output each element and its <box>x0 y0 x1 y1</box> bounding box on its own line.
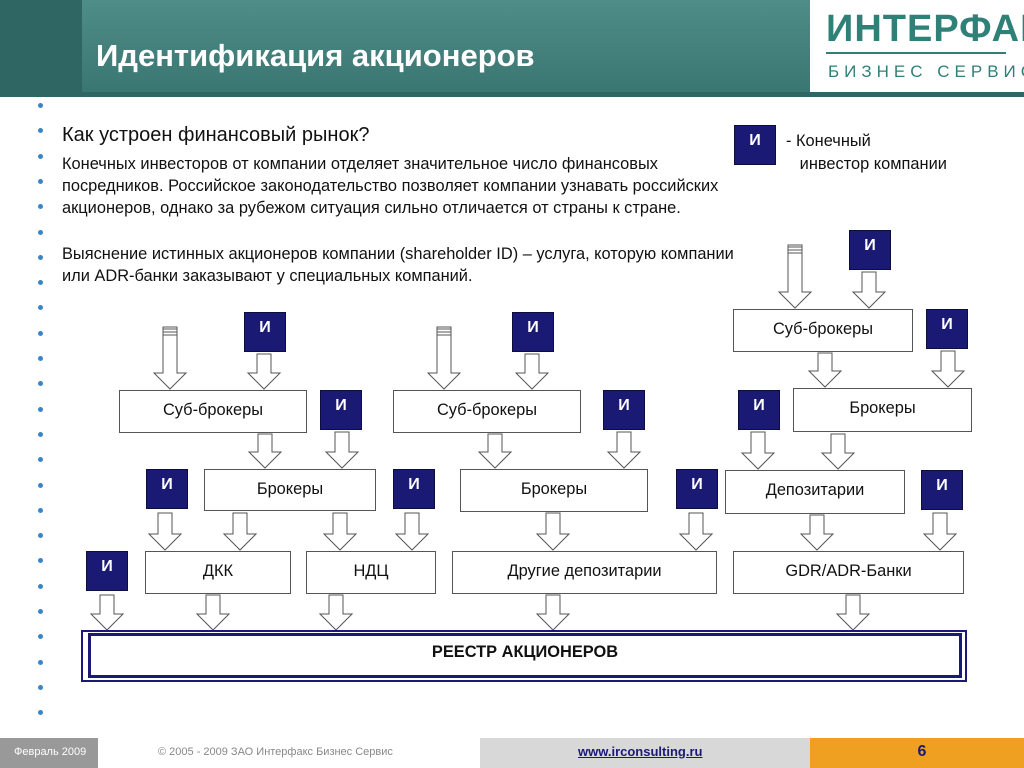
investor-box: И <box>86 551 128 591</box>
flow-arrow <box>246 353 282 390</box>
logo-subtitle: БИЗНЕС СЕРВИС <box>828 62 1024 81</box>
paragraph-shareholder-id: Выяснение истинных акционеров компании (… <box>62 245 734 285</box>
page-title: Идентификация акционеров <box>96 38 535 73</box>
flow-arrow <box>922 512 958 551</box>
footer-copyright: © 2005 - 2009 ЗАО Интерфакс Бизнес Серви… <box>98 738 480 768</box>
investor-box: И <box>146 469 188 509</box>
flow-arrow <box>318 594 354 631</box>
page-number: 6 <box>810 738 1024 768</box>
footer-url-link[interactable]: www.irconsulting.ru <box>578 744 703 759</box>
investor-box: И <box>921 470 963 510</box>
investor-box: И <box>244 312 286 352</box>
flow-arrow <box>535 512 571 551</box>
bullet-dot <box>38 128 43 133</box>
flow-arrow <box>247 433 283 469</box>
flow-arrow <box>820 433 856 470</box>
investor-box: И <box>849 230 891 270</box>
ndc-box: НДЦ <box>306 551 436 594</box>
investor-box: И <box>393 469 435 509</box>
sub-brokers-box-left: Суб-брокеры <box>119 390 307 433</box>
sub-brokers-box-middle: Суб-брокеры <box>393 390 581 433</box>
logo-divider <box>826 52 1006 54</box>
flow-arrow <box>514 353 550 390</box>
bullet-dot <box>38 407 43 412</box>
investor-box: И <box>676 469 718 509</box>
bullet-dot <box>38 508 43 513</box>
investor-box: И <box>926 309 968 349</box>
flow-arrow <box>195 594 231 631</box>
flow-arrow <box>477 433 513 469</box>
flow-arrow <box>740 431 776 470</box>
gdr-adr-banks-box: GDR/ADR-Банки <box>733 551 964 594</box>
legend-investor-symbol: И <box>734 125 776 165</box>
bullet-dot <box>38 103 43 108</box>
investor-box: И <box>320 390 362 430</box>
logo-wordmark: ИНТЕРФАКС <box>826 8 1024 50</box>
header-bar <box>0 0 810 92</box>
bullet-dot <box>38 204 43 209</box>
bullet-dot <box>38 179 43 184</box>
header-divider <box>0 92 1024 97</box>
legend-text: - Конечный инвестор компании <box>786 132 947 173</box>
flow-arrow <box>89 594 125 631</box>
flow-arrow <box>535 594 571 631</box>
flow-arrow <box>799 514 835 551</box>
investor-box: И <box>512 312 554 352</box>
flow-arrow <box>322 512 358 551</box>
bullet-dot <box>38 584 43 589</box>
flow-arrow <box>930 350 966 388</box>
bullet-dot <box>38 356 43 361</box>
header-accent-block <box>0 0 82 92</box>
footer-url-panel <box>480 738 810 768</box>
flow-arrow <box>807 352 843 388</box>
bullet-dot <box>38 331 43 336</box>
bullet-dot <box>38 634 43 639</box>
depositaries-box: Депозитарии <box>725 470 905 514</box>
footer-date: Февраль 2009 <box>0 738 98 768</box>
investor-box: И <box>603 390 645 430</box>
dkk-box: ДКК <box>145 551 291 594</box>
flow-arrow <box>777 244 813 309</box>
bullet-dot <box>38 255 43 260</box>
bullet-dot <box>38 483 43 488</box>
brokers-box-middle: Брокеры <box>460 469 648 512</box>
section-question: Как устроен финансовый рынок? <box>62 124 370 146</box>
investor-box: И <box>738 390 780 430</box>
brokers-box-right: Брокеры <box>793 388 972 432</box>
other-depositaries-box: Другие депозитарии <box>452 551 717 594</box>
logo-panel <box>810 0 1024 92</box>
bullet-dot <box>38 154 43 159</box>
flow-arrow <box>324 431 360 469</box>
bullet-dot <box>38 685 43 690</box>
bullet-dot <box>38 558 43 563</box>
bullet-dot <box>38 533 43 538</box>
flow-arrow <box>152 326 188 390</box>
bullet-dot <box>38 710 43 715</box>
bullet-dot <box>38 381 43 386</box>
flow-arrow <box>222 512 258 551</box>
flow-arrow <box>678 512 714 551</box>
flow-arrow <box>147 512 183 551</box>
paragraph-intermediaries: Конечных инвесторов от компании отделяет… <box>62 155 719 217</box>
bullet-dot <box>38 457 43 462</box>
flow-arrow <box>394 512 430 551</box>
brokers-box-left: Брокеры <box>204 469 376 511</box>
bullet-dot <box>38 432 43 437</box>
flow-arrow <box>851 271 887 309</box>
flow-arrow <box>426 326 462 390</box>
bullet-dot <box>38 280 43 285</box>
shareholder-registry-box: РЕЕСТР АКЦИОНЕРОВ <box>88 633 962 678</box>
sub-brokers-box-right: Суб-брокеры <box>733 309 913 352</box>
flow-arrow <box>606 431 642 469</box>
bullet-dot <box>38 609 43 614</box>
bullet-dot <box>38 660 43 665</box>
bullet-dot <box>38 230 43 235</box>
bullet-dot <box>38 305 43 310</box>
flow-arrow <box>835 594 871 631</box>
